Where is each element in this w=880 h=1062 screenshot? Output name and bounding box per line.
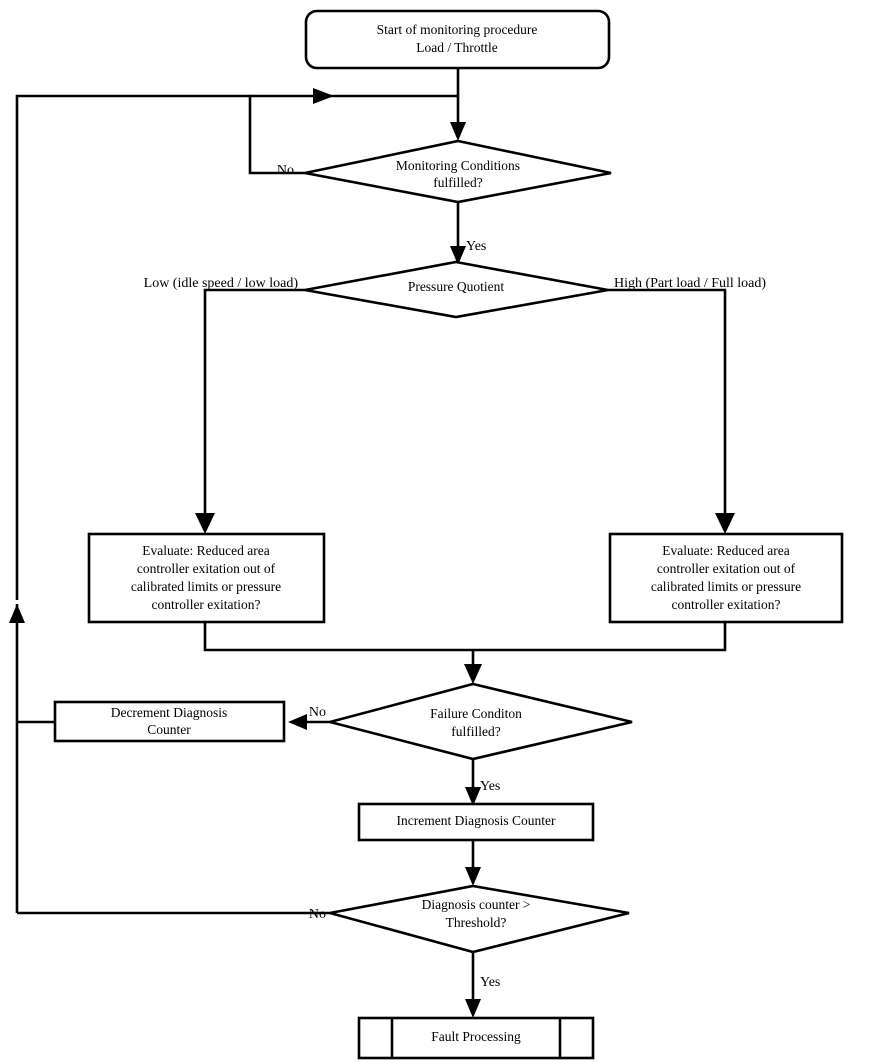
edge-label-monitoring-no: No <box>277 163 294 178</box>
node-evaluate-right-line1: Evaluate: Reduced area <box>662 543 789 558</box>
arrow-down-icon <box>450 246 466 265</box>
edge-monitoring-to-quotient <box>450 201 466 265</box>
node-evaluate-left-line4: controller exitation? <box>151 597 260 612</box>
node-monitoring-line2: fulfilled? <box>433 175 482 190</box>
edge-increment-to-threshold <box>465 840 481 886</box>
node-increment-line1: Increment Diagnosis Counter <box>397 813 556 828</box>
node-quotient-line1: Pressure Quotient <box>408 279 505 294</box>
node-evaluate-right-line2: controller exitation out of <box>657 561 796 576</box>
edge-label-failure-no: No <box>309 705 326 720</box>
edge-evaluate-right-to-merge <box>473 622 727 652</box>
node-increment-counter[interactable]: Increment Diagnosis Counter <box>357 802 595 842</box>
arrow-down-icon <box>464 664 482 684</box>
arrow-down-icon <box>465 787 481 806</box>
arrow-down-icon <box>465 867 481 886</box>
edge-quotient-low <box>195 288 305 534</box>
edge-evaluate-left-to-merge <box>203 622 473 652</box>
node-monitoring-conditions[interactable]: Monitoring Conditions fulfilled? <box>304 139 612 204</box>
edge-label-monitoring-yes: Yes <box>466 239 486 254</box>
node-decrement-line2: Counter <box>147 722 191 737</box>
arrow-down-icon <box>195 513 215 534</box>
node-evaluate-right[interactable]: Evaluate: Reduced area controller exitat… <box>608 532 844 624</box>
edge-start-to-monitoring <box>450 69 466 141</box>
edge-failure-yes-to-increment <box>465 759 481 806</box>
edge-label-threshold-yes: Yes <box>480 975 500 990</box>
edge-label-failure-yes: Yes <box>480 779 500 794</box>
node-failure-condition[interactable]: Failure Conditon fulfilled? <box>324 682 633 761</box>
arrow-down-icon <box>715 513 735 534</box>
node-evaluate-right-line3: calibrated limits or pressure <box>651 579 801 594</box>
node-evaluate-left[interactable]: Evaluate: Reduced area controller exitat… <box>87 532 326 624</box>
edge-monitoring-no-loop <box>248 88 458 175</box>
arrow-left-icon <box>288 714 307 730</box>
node-evaluate-right-line4: controller exitation? <box>671 597 780 612</box>
node-pressure-quotient[interactable]: Pressure Quotient <box>304 260 609 319</box>
node-start-line2: Load / Throttle <box>416 40 497 55</box>
node-failure-line1: Failure Conditon <box>430 706 522 721</box>
node-threshold-line1: Diagnosis counter > <box>422 897 531 912</box>
edge-label-quotient-low: Low (idle speed / low load) <box>144 276 299 291</box>
node-failure-line2: fulfilled? <box>451 724 500 739</box>
arrow-down-icon <box>450 122 466 141</box>
arrow-down-icon <box>465 999 481 1018</box>
node-evaluate-left-line3: calibrated limits or pressure <box>131 579 281 594</box>
node-evaluate-left-line1: Evaluate: Reduced area <box>142 543 269 558</box>
node-monitoring-line1: Monitoring Conditions <box>396 158 520 173</box>
edge-merge-to-failure <box>464 650 482 684</box>
node-decrement-counter[interactable]: Decrement Diagnosis Counter <box>53 700 286 743</box>
node-threshold-check[interactable]: Diagnosis counter > Threshold? <box>329 884 630 954</box>
arrow-right-icon <box>313 88 334 104</box>
edge-label-threshold-no: No <box>309 907 326 922</box>
edge-label-quotient-high: High (Part load / Full load) <box>614 276 766 291</box>
node-fault-processing[interactable]: Fault Processing <box>357 1016 595 1060</box>
edge-threshold-yes-to-fault <box>465 952 481 1018</box>
node-start[interactable]: Start of monitoring procedure Load / Thr… <box>304 9 611 70</box>
node-decrement-line1: Decrement Diagnosis <box>111 705 228 720</box>
node-evaluate-left-line2: controller exitation out of <box>137 561 276 576</box>
node-threshold-line2: Threshold? <box>446 915 507 930</box>
node-start-line1: Start of monitoring procedure <box>377 22 538 37</box>
node-fault-line1: Fault Processing <box>431 1029 521 1044</box>
edge-quotient-high <box>608 288 735 534</box>
